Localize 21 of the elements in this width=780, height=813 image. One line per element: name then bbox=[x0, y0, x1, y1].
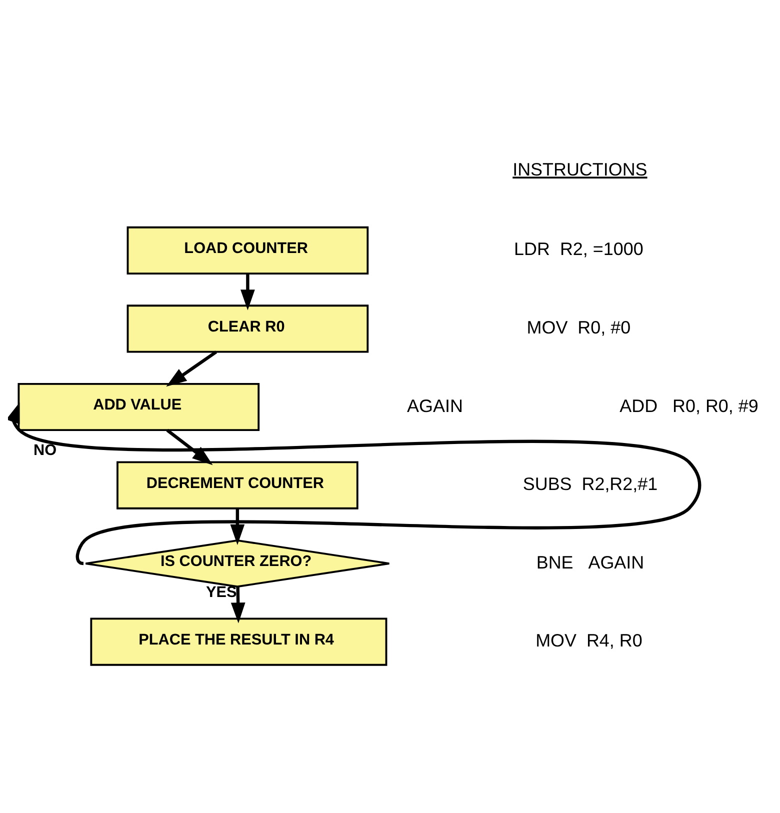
label: MOV R0, #0 bbox=[526, 316, 631, 337]
node-box: PLACE THE RESULT IN R4 bbox=[90, 617, 388, 666]
label: INSTRUCTIONS bbox=[512, 159, 648, 180]
node-diamond: IS COUNTER ZERO? bbox=[84, 538, 390, 588]
label: SUBS R2,R2,#1 bbox=[522, 474, 658, 494]
label: AGAIN bbox=[407, 395, 463, 416]
edge-label: NO bbox=[33, 441, 57, 458]
arrow bbox=[230, 508, 245, 544]
arrow bbox=[230, 586, 246, 623]
label: BNE AGAIN bbox=[536, 552, 644, 572]
label: MOV R4, R0 bbox=[536, 630, 642, 650]
arrow bbox=[8, 402, 702, 564]
arrow bbox=[166, 428, 213, 465]
arrow bbox=[166, 350, 218, 386]
label: LDR R2, =1000 bbox=[514, 238, 644, 259]
node-box: ADD VALUE bbox=[18, 382, 260, 431]
node-box: DECREMENT COUNTER bbox=[116, 460, 358, 509]
label: ADD R0, R0, #9 bbox=[620, 395, 758, 416]
node-box: LOAD COUNTER bbox=[126, 226, 369, 274]
arrow bbox=[240, 273, 255, 310]
node-box: CLEAR R0 bbox=[126, 304, 369, 352]
